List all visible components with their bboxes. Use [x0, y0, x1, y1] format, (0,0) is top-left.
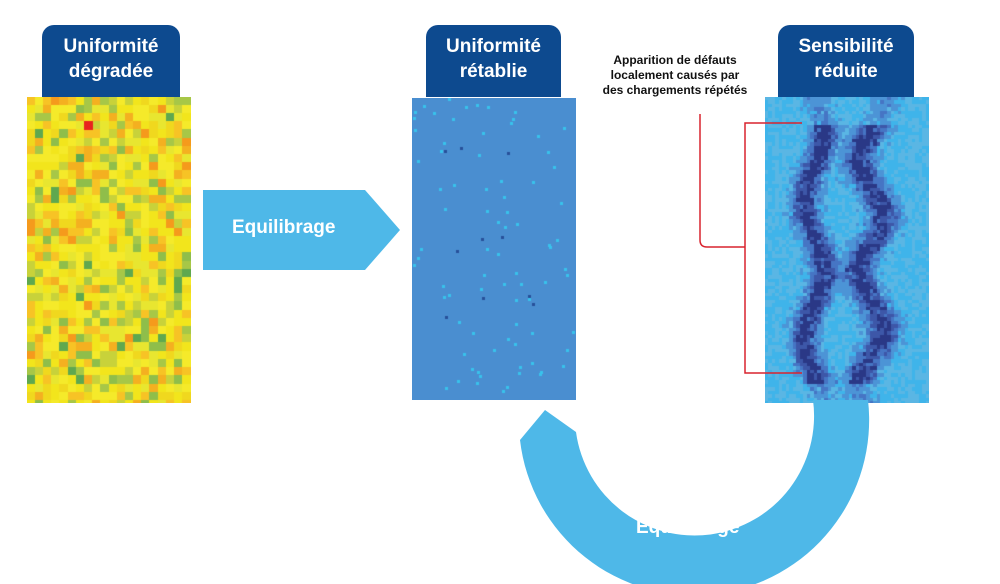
panel-title-line1: Uniformité — [446, 36, 541, 57]
return-arrow-label: Equilibrage — [636, 517, 740, 538]
annotation-line1: Apparition de défauts — [613, 53, 737, 67]
annotation-line3: des chargements répétés — [602, 83, 748, 97]
panel-title-reduced: Sensibilité réduite — [778, 25, 914, 97]
heatmap-reduced — [765, 97, 929, 403]
panel-title-degraded: Uniformité dégradée — [42, 25, 180, 97]
return-arrow-shape — [520, 400, 870, 584]
panel-title-line2: rétablie — [459, 61, 528, 82]
panel-title-line2: dégradée — [68, 61, 154, 82]
forward-arrow-shape — [203, 190, 400, 270]
panel-title-line2: réduite — [814, 61, 878, 82]
panel-title-line1: Uniformité — [63, 36, 159, 57]
defect-bracket — [699, 114, 802, 374]
annotation-line2: localement causés par — [610, 68, 740, 82]
heatmap-restored — [412, 98, 576, 400]
panel-title-restored: Uniformité rétablie — [426, 25, 561, 97]
panel-title-line1: Sensibilité — [798, 36, 894, 57]
forward-arrow-label: Equilibrage — [232, 217, 336, 238]
defect-annotation: Apparition de défauts localement causés … — [595, 53, 755, 98]
heatmap-degraded — [27, 97, 191, 403]
